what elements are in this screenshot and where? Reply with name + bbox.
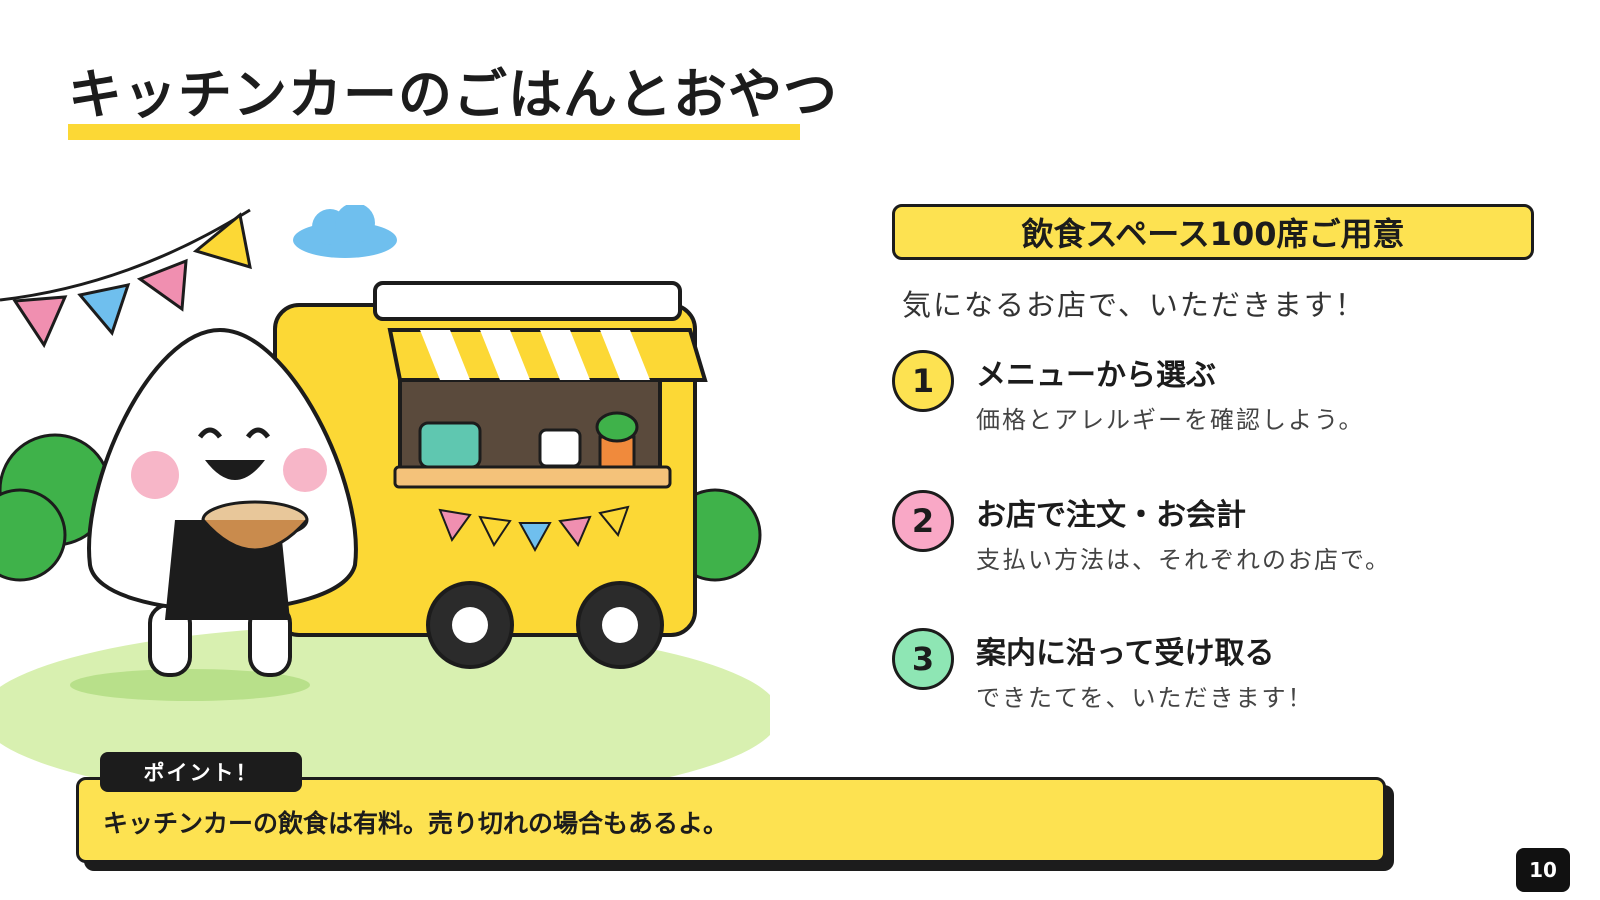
step-number-badge: 3 [892, 628, 954, 690]
step-title: お店で注文・お会計 [976, 498, 1246, 533]
onigiri-mascot-icon [70, 327, 358, 701]
grass-ground [0, 625, 770, 780]
step-2: 2 お店で注文・お会計 支払い方法は、それぞれのお店で。 [892, 490, 1532, 586]
point-callout: キッチンカーの飲食は有料。売り切れの場合もあるよ。 [76, 777, 1386, 863]
title-underline [68, 124, 800, 140]
seating-banner: 飲食スペース100席ご用意 [892, 204, 1534, 260]
step-description: 価格とアレルギーを確認しよう。 [976, 406, 1365, 434]
cloud-icon [293, 205, 397, 258]
step-title: メニューから選ぶ [976, 358, 1216, 393]
step-description: できたてを、いただきます！ [976, 684, 1314, 712]
step-number-badge: 1 [892, 350, 954, 412]
step-1: 1 メニューから選ぶ 価格とアレルギーを確認しよう。 [892, 350, 1532, 446]
step-3: 3 案内に沿って受け取る できたてを、いただきます！ [892, 628, 1532, 724]
slide-title: キッチンカーのごはんとおやつ [68, 63, 838, 126]
food-truck-illustration [0, 205, 770, 780]
awning [387, 328, 708, 382]
banner-subtitle: 気になるお店で、いただきます！ [902, 288, 1366, 322]
step-number-badge: 2 [892, 490, 954, 552]
point-text: キッチンカーの飲食は有料。売り切れの場合もあるよ。 [103, 809, 729, 838]
step-description: 支払い方法は、それぞれのお店で。 [976, 546, 1392, 574]
point-tag: ポイント！ [100, 752, 302, 792]
food-truck-icon [273, 281, 708, 669]
bunting-flags-icon [0, 208, 252, 349]
step-title: 案内に沿って受け取る [976, 636, 1275, 671]
page-number: 10 [1516, 848, 1570, 892]
